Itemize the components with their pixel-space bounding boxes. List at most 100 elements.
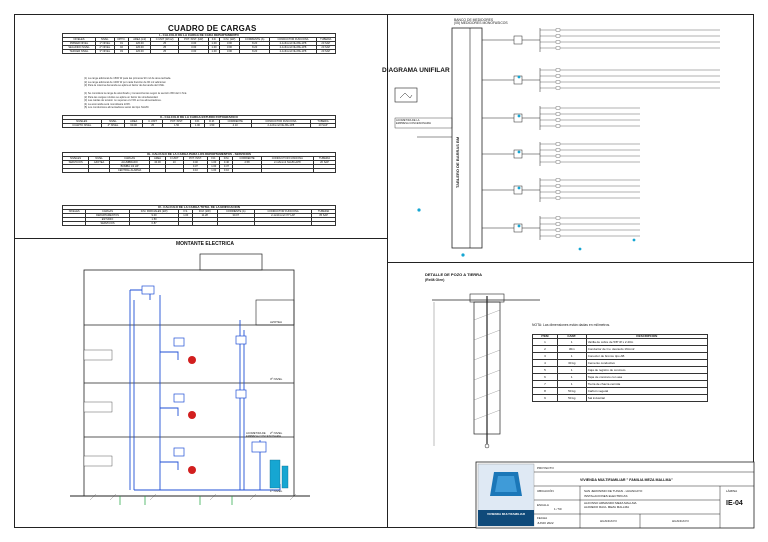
legend-cell: 50 kg (556, 394, 587, 402)
table-cell (178, 221, 193, 226)
legend-cell: 8 (532, 387, 558, 395)
breaker-box (555, 160, 561, 164)
vertical-divider (387, 14, 388, 528)
legend-cell: 1 (556, 380, 587, 388)
legend-cell: 6 (532, 373, 558, 381)
table-cell (61, 168, 90, 173)
legend-cell: 1 (532, 338, 558, 346)
table-cell (313, 168, 336, 173)
ground-hatch (89, 493, 297, 501)
callout-boxes (83, 349, 113, 467)
busbar-label: TABLERO DE BARRAS BM (455, 136, 460, 188)
riser-elevation (70, 253, 310, 505)
breaker-box (555, 196, 561, 200)
single-line-diagram (394, 27, 720, 257)
ground-subtitle: (Rellã Olen) (425, 278, 445, 282)
meter-box (513, 35, 523, 45)
dimension-note: NOTA: Las dimensiones están dadas en mil… (532, 323, 611, 327)
cyan-ducts (269, 459, 289, 489)
load-table-1: I.- CALCULO DE LA CARGA DE CADA DEPARTAM… (62, 33, 337, 54)
breaker-box (555, 216, 561, 220)
breaker-box (555, 106, 561, 110)
logo-band (478, 510, 534, 526)
table-cell: 20 SAP (315, 49, 337, 54)
table-notes: (1) La carga adicional de 1500 W para la… (84, 77, 172, 88)
load-table-title: CUADRO DE CARGAS (168, 24, 257, 33)
ground-well-detail (432, 293, 540, 449)
legend-cell: Carbón vegetal (585, 387, 709, 395)
table-notes-2: (1) Se considera la carga de alumbrado y… (84, 92, 188, 110)
legend-cell: 30 kg (556, 359, 587, 367)
meter-box (513, 223, 523, 233)
breaker-box (555, 86, 561, 90)
ground-title: DETALLE DE POZO A TIERRA (425, 272, 482, 277)
table-cell: 1.00 (189, 123, 205, 128)
diagram-title: DIAGRAMA UNIFILAR (382, 67, 450, 74)
breaker-box (555, 190, 561, 194)
tb-label-escala: ESCALA (537, 503, 549, 507)
legend-cell: Tapa de concreto con asa (585, 373, 709, 381)
breaker-box (555, 222, 561, 226)
drawn-value: HUANCAYO (600, 519, 617, 523)
scale-value: 1 / 50 (554, 507, 562, 511)
tb-label-proyecto: PROYECTO (537, 466, 554, 470)
legend-cell: Caja de registro de concreto (585, 366, 709, 374)
tb-label-fecha: FECHA (537, 516, 548, 520)
riser-title: MONTANTE ELECTRICA (176, 241, 234, 247)
breaker-box (555, 148, 561, 152)
legend-cell: 9 (532, 394, 558, 402)
breaker-box (555, 74, 561, 78)
meter-box (513, 185, 523, 195)
green-ground-lines (119, 496, 233, 505)
breaker-box (555, 154, 561, 158)
breaker-box (555, 228, 561, 232)
legend-cell: Cemento conductivo (585, 359, 709, 367)
floor-label: 1º NIVEL (270, 489, 283, 493)
date-value: JUNIO 2022 (537, 521, 554, 525)
breaker-box (555, 68, 561, 72)
switch-symbol-icon (399, 92, 413, 99)
legend-cell: 7 (532, 380, 558, 388)
breaker-box (555, 142, 561, 146)
legend-cell: 4 (532, 359, 558, 367)
load-table-3: III.- CALCULO DE LA CARGA PARA LOS DEPAR… (61, 152, 336, 173)
project-name: VIVIENDA MULTIFAMILIAR " FAMILIA MEZA MA… (580, 478, 673, 482)
breaker-box (555, 178, 561, 182)
rod-tip (484, 443, 490, 449)
breaker-box (555, 34, 561, 38)
meter-box (513, 75, 523, 85)
legend-cell: 1 (556, 338, 587, 346)
legend-cell: 30m (556, 345, 587, 353)
table-cell (311, 221, 336, 226)
meter-box (513, 113, 523, 123)
well-hatch (473, 309, 501, 421)
feeder-lines (129, 289, 281, 491)
legend-cell: Tierra de chacra cernida (585, 380, 709, 388)
table-cell: 3.00 (178, 49, 210, 54)
ground-points (417, 75, 636, 257)
right-horizontal-divider (387, 262, 754, 263)
tb-label-ubicacion: UBICACIÓN (537, 489, 554, 493)
legend-cell: 3 (532, 352, 558, 360)
legend-cell: Varilla de cobre de 5/8" Ø x 2.40m (585, 338, 709, 346)
breaker-box (555, 118, 561, 122)
legend-cell: Conductor de Cu. desnudo 16mm2 (585, 345, 709, 353)
table-cell: 1.00 (207, 168, 221, 173)
table-cell: 25 (141, 123, 164, 128)
place-value: HUANCAYO (672, 519, 689, 523)
table-cell: SERVICIOS (85, 221, 130, 226)
breaker-box (555, 80, 561, 84)
breaker-box (555, 234, 561, 238)
table-cell: 25 (150, 49, 180, 54)
